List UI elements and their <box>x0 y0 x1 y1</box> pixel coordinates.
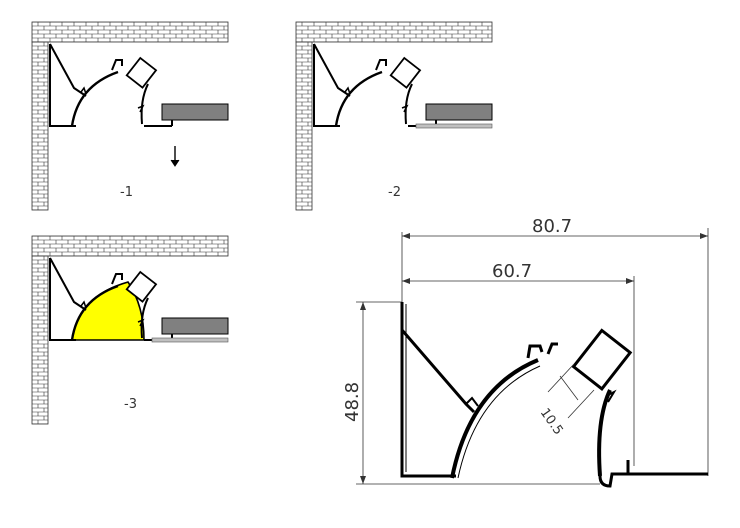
dimensioned-profile: 80.7 60.7 48.8 <box>342 216 709 488</box>
height-value: 48.8 <box>342 382 363 422</box>
ceiling-plaster <box>151 337 229 343</box>
step-3-panel <box>31 235 229 425</box>
led-width-value: 10.5 <box>537 406 566 438</box>
overall-width-value: 80.7 <box>532 216 572 237</box>
ceiling-board <box>161 103 229 121</box>
step-1-label: -1 <box>120 185 133 200</box>
aluminium-profile <box>312 42 438 128</box>
inner-width-value: 60.7 <box>492 261 532 282</box>
step-2-label: -2 <box>388 185 401 200</box>
inner-width-dimension: 60.7 <box>402 261 634 284</box>
ceiling-board <box>161 317 229 335</box>
step-3-label: -3 <box>124 397 137 412</box>
screw-icon <box>170 146 180 167</box>
ceiling-board <box>425 103 493 121</box>
ceiling-plaster <box>415 123 493 129</box>
height-dimension: 48.8 <box>342 302 366 484</box>
step-2-panel <box>295 21 493 211</box>
step-1-panel <box>31 21 229 211</box>
overall-width-dimension: 80.7 <box>402 216 708 239</box>
aluminium-profile <box>48 42 174 128</box>
profile-outline <box>400 302 708 488</box>
